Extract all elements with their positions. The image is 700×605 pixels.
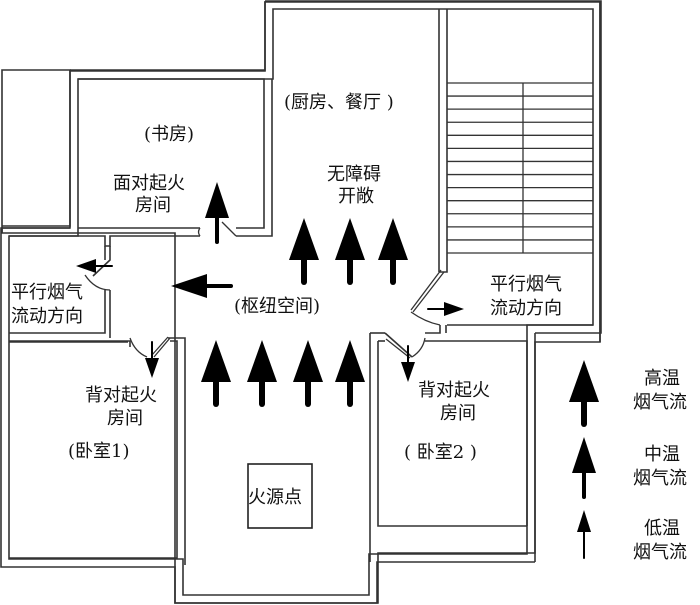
fire-source-label: 火源点 [248, 487, 302, 508]
fire-source-box [247, 463, 313, 529]
legend-low-arrow [577, 510, 591, 559]
back-fire-1-label-1: 背对起火 [85, 385, 157, 406]
parallel-left-label-2: 流动方向 [11, 306, 83, 327]
legend-medium-line1: 中温 [644, 444, 680, 465]
medium-temp-arrow [171, 274, 233, 298]
high-temp-arrow [335, 218, 365, 285]
study-room [9, 78, 273, 247]
medium-temp-arrow [205, 182, 229, 244]
parallel-right-label-1: 平行烟气 [490, 274, 562, 295]
back-fire-2-label-1: 背对起火 [418, 380, 490, 401]
high-temp-arrow [289, 218, 319, 285]
low-temp-arrow [145, 341, 159, 378]
legend-high-line1: 高温 [644, 368, 680, 389]
facing-fire-label-2: 房间 [135, 195, 171, 216]
legend-high-arrow [569, 360, 599, 427]
legend-high-line2: 烟气流 [633, 392, 687, 413]
high-temp-arrow [201, 340, 231, 407]
open-label-2: 开敞 [338, 186, 374, 207]
bedroom-1 [9, 336, 186, 565]
high-temp-arrow [247, 340, 277, 407]
legend-low-line1: 低温 [644, 518, 680, 539]
high-temp-arrow [293, 340, 323, 407]
low-temp-arrow [427, 302, 464, 316]
low-temp-arrow [401, 345, 415, 382]
parallel-left-label-1: 平行烟气 [11, 282, 83, 303]
legend-medium-arrow [572, 437, 596, 499]
back-fire-1-label-2: 房间 [107, 408, 143, 429]
legend-low-line2: 烟气流 [633, 542, 687, 563]
left-parallel-room [9, 246, 131, 347]
stairs [447, 82, 593, 254]
legend: 高温 烟气流 中温 烟气流 低温 烟气流 [633, 368, 687, 563]
kitchen-dining-label: (厨房、餐厅 ) [284, 92, 394, 113]
open-label-1: 无障碍 [327, 164, 381, 185]
back-fire-2-label-2: 房间 [440, 403, 476, 424]
study-label: (书房) [144, 124, 194, 145]
facing-fire-label-1: 面对起火 [113, 173, 185, 194]
high-temp-arrow [335, 340, 365, 407]
parallel-right-label-2: 流动方向 [490, 298, 562, 319]
low-temp-arrow [76, 259, 113, 273]
high-temp-arrow [378, 218, 408, 285]
bedroom-1-label: (卧室1) [68, 441, 130, 462]
legend-medium-line2: 烟气流 [633, 468, 687, 489]
bedroom-2-label: ( 卧室2 ) [404, 442, 477, 463]
bedroom-2 [369, 325, 528, 562]
hub-label: (枢纽空间) [234, 296, 320, 317]
smoke-flow-arrows [76, 182, 599, 559]
